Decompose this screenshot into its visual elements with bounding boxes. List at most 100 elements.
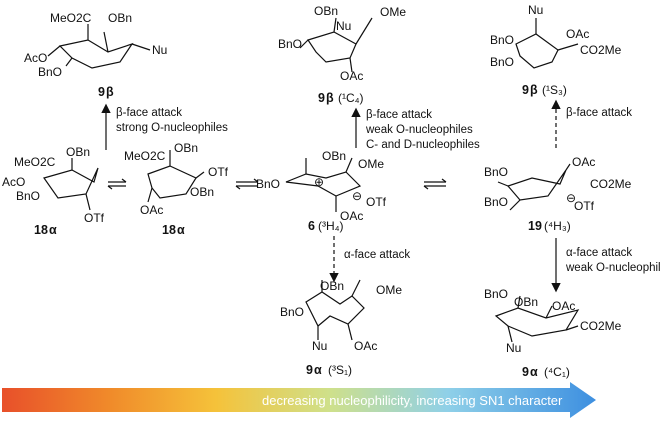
equilibrium-arrow-3 <box>423 178 447 190</box>
c9b1c4-sub-5: OAc <box>340 69 363 83</box>
gradient-bar-label: decreasing nucleophilicity, increasing S… <box>262 393 563 408</box>
compound-9a-3s1: OBn OMe BnO Nu OAc 9 α (³S₁) <box>280 279 402 377</box>
c19-sub-5: BnO <box>484 195 508 209</box>
c9a4c1-sub-2: OBn <box>514 295 538 309</box>
c6-conf: (³H₄) <box>318 219 344 233</box>
c9b-anomer: β <box>106 85 114 99</box>
c9a3s1-number: 9 <box>306 363 313 377</box>
c9b1s3-sub-5: BnO <box>490 55 514 69</box>
c9b1c4-number: 9 <box>318 91 325 105</box>
svg-text:strong O-nucleophiles: strong O-nucleophiles <box>116 122 228 134</box>
c19-conf: (⁴H₃) <box>544 219 571 233</box>
c9b1s3-anomer: β <box>530 83 538 97</box>
c6-sub-3: BnO <box>256 177 280 191</box>
svg-text:α-face attack: α-face attack <box>566 247 632 259</box>
c6-sub-1: OBn <box>322 149 346 163</box>
c18aL-sub-3: AcO <box>2 175 25 189</box>
c9b-sub-3: AcO <box>24 51 47 65</box>
c9b1c4-anomer: β <box>326 91 334 105</box>
svg-text:C- and D-nucleophiles: C- and D-nucleophiles <box>366 139 480 151</box>
c9a4c1-anomer: α <box>530 365 538 379</box>
compound-19: BnO OAc CO2Me OTf BnO ⊖ 19 (⁴H₃) <box>484 155 632 233</box>
note-center-up: β-face attack weak O-nucleophiles C- and… <box>365 109 480 151</box>
c9a4c1-number: 9 <box>522 365 529 379</box>
svg-text:weak O-nucleophiles: weak O-nucleophiles <box>365 124 473 136</box>
svg-text:weak O-nucleophiles: weak O-nucleophiles <box>565 262 661 274</box>
c19-triflate-charge: ⊖ <box>566 191 576 205</box>
c9b1s3-sub-3: CO2Me <box>580 43 622 57</box>
c9a4c1-sub-1: BnO <box>484 287 508 301</box>
c9a4c1-sub-5: Nu <box>506 341 521 355</box>
equilibrium-arrow-2 <box>235 178 259 190</box>
svg-text:β-face attack: β-face attack <box>116 107 182 119</box>
c19-sub-1: BnO <box>484 165 508 179</box>
compound-9b-1s3: Nu OAc CO2Me BnO BnO 9 β (¹S₃) <box>490 3 622 97</box>
compound-9b-1c4: OBn OMe Nu BnO OAc 9 β (¹C₄) <box>278 4 406 105</box>
c9b1c4-sub-4: BnO <box>278 37 302 51</box>
c9b1c4-conf: (¹C₄) <box>338 91 364 105</box>
c6-sub-5: OAc <box>340 209 363 223</box>
nucleophilicity-gradient-bar: decreasing nucleophilicity, increasing S… <box>2 382 596 418</box>
c9b1s3-number: 9 <box>522 83 529 97</box>
c9a3s1-anomer: α <box>314 363 322 377</box>
svg-text:β-face attack: β-face attack <box>366 109 432 121</box>
oxocarbenium-charge: ⊕ <box>314 175 324 189</box>
c9b1c4-sub-1: OBn <box>314 4 338 18</box>
c9b-sub-1: MeO2C <box>50 11 92 25</box>
svg-text:β-face attack: β-face attack <box>566 107 632 119</box>
c9a4c1-conf: (⁴C₁) <box>544 365 570 379</box>
svg-text:α-face attack: α-face attack <box>344 249 410 261</box>
triflate-charge: ⊖ <box>352 189 362 203</box>
c9a3s1-sub-5: OAc <box>354 339 377 353</box>
c18aL-sub-4: BnO <box>16 189 40 203</box>
compound-18a-left: MeO2C OBn AcO BnO OTf 18 α <box>2 145 105 237</box>
c9a4c1-sub-4: CO2Me <box>580 319 622 333</box>
c9a3s1-sub-4: Nu <box>312 339 327 353</box>
c18aL-sub-5: OTf <box>84 211 105 225</box>
c18aL-anomer: α <box>49 223 57 237</box>
c9b-sub-4: BnO <box>38 65 62 79</box>
c18aL-number: 18 <box>34 223 48 237</box>
c19-number: 19 <box>528 219 542 233</box>
c9b1s3-conf: (¹S₃) <box>542 83 567 97</box>
c18aR-sub-5: OAc <box>140 203 163 217</box>
note-left-up: β-face attack strong O-nucleophiles <box>116 107 228 134</box>
c9a3s1-sub-2: OMe <box>376 283 402 297</box>
c9a3s1-sub-3: BnO <box>280 305 304 319</box>
c18aR-number: 18 <box>162 223 176 237</box>
c18aR-anomer: α <box>177 223 185 237</box>
c9b-sub-2: OBn <box>108 11 132 25</box>
c9b1c4-sub-2: OMe <box>380 5 406 19</box>
c18aL-sub-1: MeO2C <box>14 155 56 169</box>
c18aR-sub-3: OTf <box>208 165 229 179</box>
compound-18a-right: MeO2C OBn OTf OBn OAc 18 α <box>124 141 229 237</box>
compound-9a-4c1: BnO OBn OAc CO2Me Nu 9 α (⁴C₁) <box>484 287 622 379</box>
c9a3s1-sub-1: OBn <box>320 279 344 293</box>
c18aR-sub-2: OBn <box>174 141 198 155</box>
c19-sub-4: OTf <box>574 199 595 213</box>
c9b1c4-sub-3: Nu <box>336 19 351 33</box>
c9b1s3-sub-1: Nu <box>528 3 543 17</box>
c6-number: 6 <box>308 219 315 233</box>
note-right-up: β-face attack <box>566 107 632 119</box>
note-center-down: α-face attack <box>344 249 410 261</box>
c6-sub-2: OMe <box>358 157 384 171</box>
equilibrium-arrow-1 <box>107 178 127 190</box>
c9b-sub-5: Nu <box>152 43 167 57</box>
c9a4c1-sub-3: OAc <box>552 299 575 313</box>
c19-sub-3: CO2Me <box>590 177 632 191</box>
c6-sub-4: OTf <box>366 195 387 209</box>
note-right-down: α-face attack weak O-nucleophiles <box>565 247 661 274</box>
c9b1s3-sub-4: BnO <box>490 33 514 47</box>
compound-9b-chair: MeO2C OBn AcO BnO Nu 9 β <box>24 11 167 99</box>
c9b1s3-sub-2: OAc <box>566 27 589 41</box>
c18aR-sub-4: OBn <box>190 185 214 199</box>
c18aL-sub-2: OBn <box>66 145 90 159</box>
c18aR-sub-1: MeO2C <box>124 149 166 163</box>
c19-sub-2: OAc <box>572 155 595 169</box>
compound-6: OBn OMe BnO OTf OAc ⊕ ⊖ 6 (³H₄) <box>256 149 387 233</box>
c9b-number: 9 <box>98 85 105 99</box>
c9a3s1-conf: (³S₁) <box>328 363 352 377</box>
